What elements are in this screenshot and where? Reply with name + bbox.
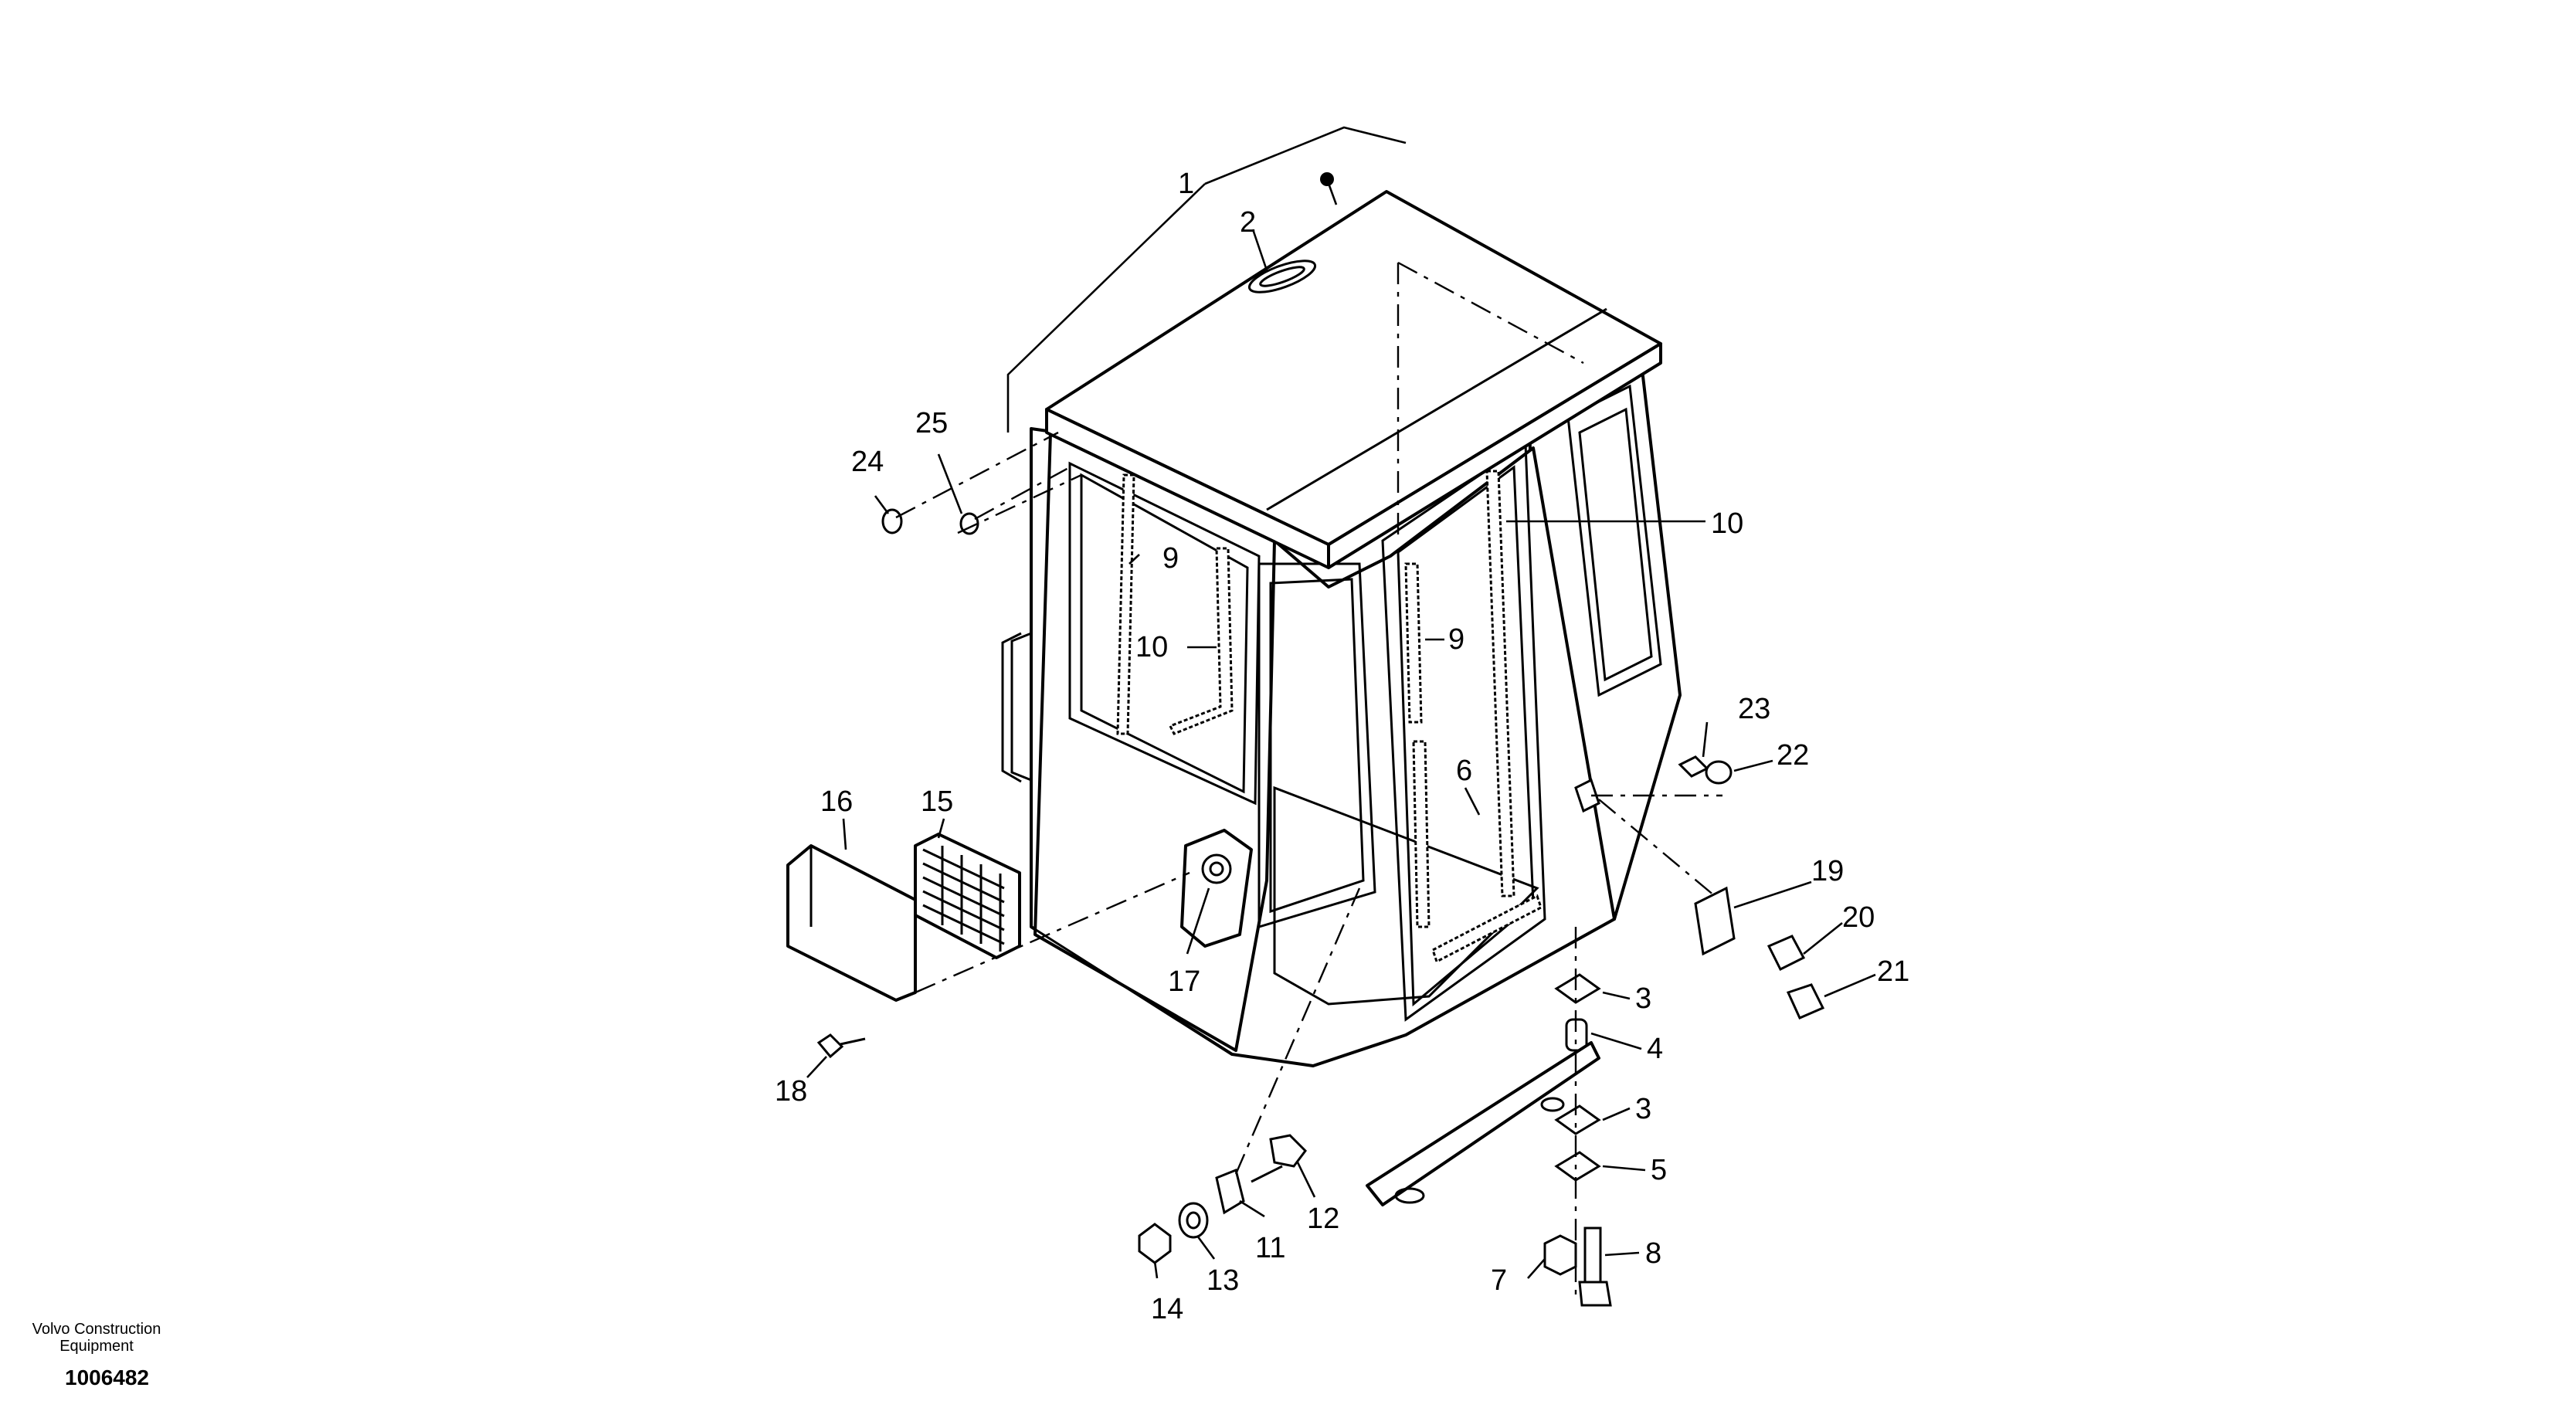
callout-4: 4 [1647, 1033, 1663, 1065]
cab-mount-parts [1366, 927, 1612, 1307]
callout-3a: 3 [1635, 982, 1651, 1015]
callout-13: 13 [1207, 1264, 1239, 1297]
callout-15: 15 [921, 785, 953, 818]
callout-labels: 1 2 25 24 9 10 10 9 6 23 22 19 20 21 3 4… [775, 168, 1909, 1325]
document-number: 1006482 [65, 1366, 150, 1389]
leader-lines [806, 126, 1876, 1279]
brand-label: Volvo Construction Equipment [31, 1321, 162, 1355]
bracket-parts-19-23 [1574, 755, 1825, 1020]
callout-10a: 10 [1135, 631, 1168, 663]
callout-25: 25 [915, 407, 948, 439]
callout-21: 21 [1877, 955, 1909, 988]
callout-11: 11 [1255, 1232, 1285, 1264]
plug-parts [881, 431, 1082, 535]
callout-1: 1 [1178, 168, 1194, 200]
callout-3b: 3 [1635, 1093, 1651, 1125]
window-seal-strips [1116, 470, 1543, 964]
callout-14: 14 [1151, 1293, 1183, 1325]
callout-16: 16 [820, 785, 853, 818]
cab-roof [1045, 190, 1662, 569]
callout-9b: 9 [1448, 623, 1464, 656]
callout-10b: 10 [1711, 507, 1743, 540]
callout-24: 24 [851, 446, 884, 478]
callout-20: 20 [1842, 901, 1875, 934]
callout-2: 2 [1240, 206, 1256, 239]
callout-22: 22 [1777, 739, 1809, 772]
callout-8: 8 [1645, 1237, 1661, 1270]
callout-7: 7 [1491, 1264, 1507, 1297]
callout-12: 12 [1307, 1203, 1339, 1235]
callout-23: 23 [1738, 693, 1770, 725]
hinge-parts [1138, 887, 1361, 1264]
callout-6: 6 [1456, 755, 1472, 787]
callout-18: 18 [775, 1075, 807, 1108]
roof-hatch-icon [1247, 260, 1317, 293]
callout-5: 5 [1651, 1154, 1667, 1186]
callout-19: 19 [1811, 855, 1844, 887]
brand-text: Volvo Construction Equipment [32, 1321, 161, 1355]
callout-17: 17 [1168, 965, 1200, 998]
callout-9a: 9 [1162, 542, 1179, 575]
